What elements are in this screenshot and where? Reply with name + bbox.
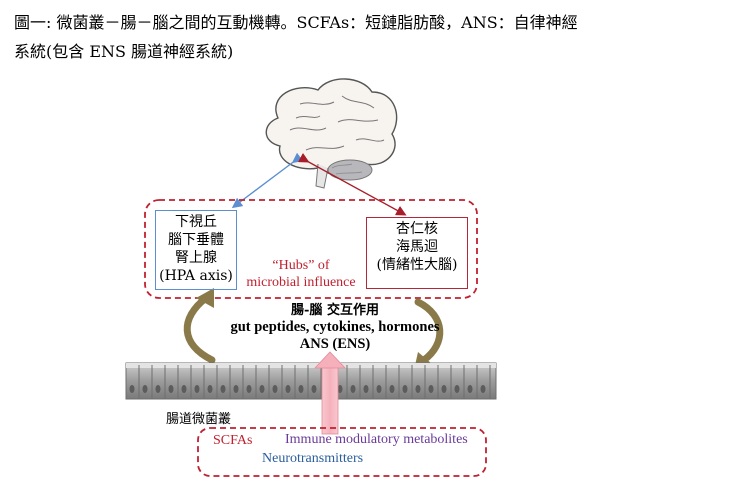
brain-illustration: [265, 78, 398, 189]
gut-microbiota-label: 腸道微菌叢: [166, 412, 232, 427]
hpa-line-3: 腎上腺: [175, 250, 217, 266]
hpa-line-2: 腦下垂體: [168, 232, 224, 248]
interaction-line-2: ANS (ENS): [299, 336, 371, 352]
gut-epithelium: [125, 362, 497, 400]
hubs-label: “Hubs” of microbial influence: [226, 257, 376, 291]
red-arrow-limbic: [297, 152, 407, 216]
blue-arrow-hpa: [231, 152, 304, 209]
limbic-line-3: (情緒性大腦): [376, 257, 458, 273]
pink-up-arrow: [314, 351, 346, 435]
curved-arrow-left: [183, 288, 216, 364]
limbic-line-1: 杏仁核: [396, 221, 438, 237]
gut-brain-interaction-label: 腸-腦 交互作用 gut peptides, cytokines, hormon…: [200, 302, 470, 353]
hubs-line-2: microbial influence: [246, 275, 356, 290]
metabolites-dashed-box: [197, 427, 487, 477]
hubs-dashed-box: [144, 199, 478, 299]
interaction-title: 腸-腦 交互作用: [291, 303, 379, 318]
scfas-label: SCFAs: [213, 433, 253, 448]
immune-metabolites-label: Immune modulatory metabolites: [285, 432, 468, 447]
limbic-box: 杏仁核 海馬迴 (情緒性大腦): [366, 217, 468, 289]
limbic-line-2: 海馬迴: [396, 239, 438, 255]
neurotransmitters-label: Neurotransmitters: [262, 451, 364, 466]
caption-line-2: 系統(包含 ENS 腸道神經系統): [14, 42, 234, 61]
hpa-line-1: 下視丘: [175, 214, 217, 230]
interaction-line-1: gut peptides, cytokines, hormones: [230, 319, 440, 335]
hpa-axis-box: 下視丘 腦下垂體 腎上腺 (HPA axis): [155, 210, 237, 290]
hpa-line-4: (HPA axis): [159, 268, 233, 284]
figure-caption: 圖一: 微菌叢－腸－腦之間的互動機轉。SCFAs：短鏈脂肪酸，ANS：自律神經 …: [14, 8, 740, 66]
caption-line-1: 圖一: 微菌叢－腸－腦之間的互動機轉。SCFAs：短鏈脂肪酸，ANS：自律神經: [14, 13, 578, 32]
hubs-line-1: “Hubs” of: [272, 258, 330, 273]
